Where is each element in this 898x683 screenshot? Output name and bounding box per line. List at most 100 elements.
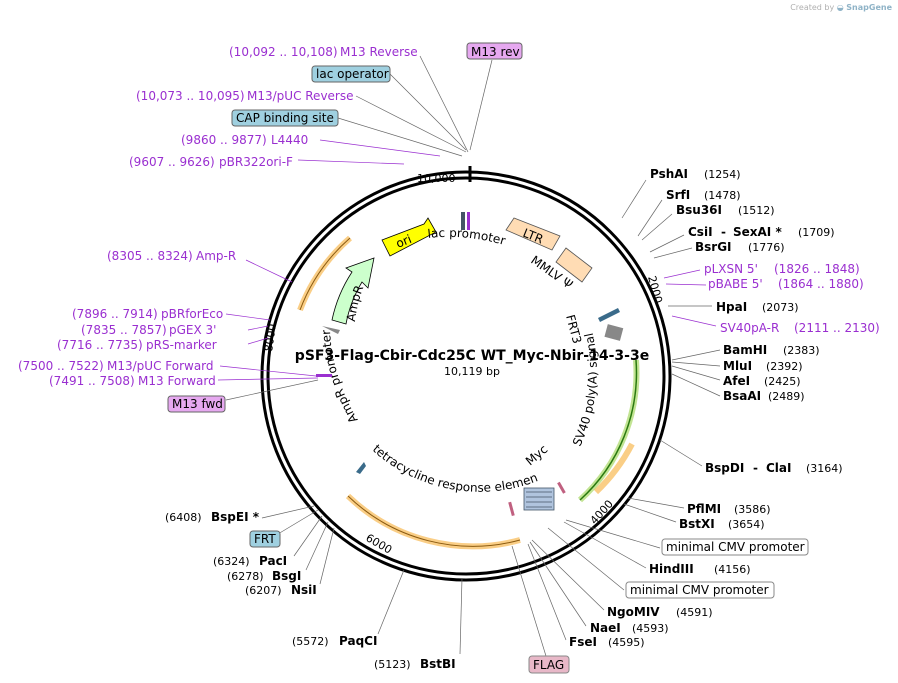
m13-rev-box[interactable] [466, 42, 523, 60]
leader-bsrgi [653, 247, 693, 259]
leader-paqci [377, 569, 405, 635]
snapgene-watermark: Created by ◒ SnapGene [790, 3, 892, 12]
primer-m13-puc-reverse-range: (10,073 .. 10,095) [136, 89, 245, 103]
plasmid-length: 10,119 bp [444, 365, 500, 378]
enzyme-bsaai[interactable]: BsaAI [723, 389, 761, 403]
primer-amp-r[interactable]: Amp-R [196, 249, 236, 263]
lac-promoter-label-path: lac promoter [427, 226, 507, 248]
enzyme-bspdi[interactable]: BspDI [705, 461, 744, 475]
enzyme-bstbi-pos: (5123) [374, 658, 411, 671]
enzyme-bstxi[interactable]: BstXI [679, 517, 715, 531]
feature-ori[interactable]: ori [381, 217, 437, 257]
enzyme-pflmi[interactable]: PflMI [687, 502, 721, 516]
leader-lac-operator [389, 73, 467, 151]
mmlv-box-shape [555, 247, 593, 283]
enzyme-nsii-pos: (6207) [245, 584, 282, 597]
enzyme-csii[interactable]: CsiI [688, 225, 713, 239]
enzyme-srfi[interactable]: SrfI [666, 188, 690, 202]
enzyme-pshai[interactable]: PshAI [650, 167, 688, 181]
enzyme-srfi-pos: (1478) [704, 189, 741, 202]
enzyme-bsrgi[interactable]: BsrGI [695, 240, 732, 254]
feature-ltr[interactable]: LTR [505, 217, 561, 251]
min-cmv-2-box[interactable] [625, 581, 775, 599]
backbone [260, 170, 672, 582]
leader-csii [649, 234, 685, 253]
enzyme-bstxi-pos: (3654) [728, 518, 765, 531]
leader-pbrforeco [225, 313, 271, 321]
cap-site-box[interactable] [231, 109, 339, 127]
enzyme-bspei[interactable]: BspEI * [211, 510, 260, 524]
ampr-promoter-label-path: AmpR promoter [319, 329, 361, 425]
leader-nsii [319, 527, 335, 585]
m13-fwd-box[interactable] [167, 395, 226, 413]
leader-bstbi [459, 577, 463, 655]
enzyme-paci[interactable]: PacI [259, 554, 287, 568]
tick-label-10000: 10,000 [417, 172, 456, 185]
enzyme-ngomiv[interactable]: NgoMIV [607, 605, 660, 619]
min-cmv-1-box[interactable] [661, 538, 809, 556]
snapgene-logo-icon: ◒ [836, 3, 844, 12]
primer-m13-forward[interactable]: M13 Forward [138, 374, 216, 388]
m13-puc-forward-marker [316, 374, 332, 377]
enzyme-mlui[interactable]: MluI [723, 359, 752, 373]
frt-box[interactable] [249, 530, 281, 548]
primer-pbrforeco[interactable]: pBRforEco [161, 307, 223, 321]
enzyme-bspdi-separator: - [753, 461, 758, 475]
primer-pbabe[interactable]: pBABE 5' [708, 277, 763, 291]
enzyme-bstbi[interactable]: BstBI [420, 657, 456, 671]
frt-label: FRT [254, 532, 276, 546]
enzyme-hpai-pos: (2073) [762, 301, 799, 314]
primer-m13-reverse[interactable]: M13 Reverse [340, 45, 418, 59]
primer-sv40pa[interactable]: SV40pA-R [720, 321, 779, 335]
enzyme-bsgi-pos: (6278) [227, 570, 264, 583]
ori-label: ori [394, 232, 414, 251]
leader-min-cmv-2 [547, 527, 625, 591]
feature-lac-promoter[interactable]: lac promoter [427, 212, 507, 248]
primer-pbr322ori[interactable]: pBR322ori-F [219, 155, 293, 169]
enzyme-paqci[interactable]: PaqCI [339, 634, 377, 648]
enzyme-naei[interactable]: NaeI [590, 621, 621, 635]
primer-prs-marker[interactable]: pRS-marker [146, 338, 217, 352]
backbone-outer-ring [260, 170, 672, 582]
enzyme-hindiii[interactable]: HindIII [649, 562, 694, 576]
enzyme-bamhi[interactable]: BamHI [723, 343, 767, 357]
primer-m13-puc-forward[interactable]: M13/pUC Forward [107, 359, 214, 373]
primer-m13-puc-reverse[interactable]: M13/pUC Reverse [247, 89, 354, 103]
primer-pgex3[interactable]: pGEX 3' [169, 323, 216, 337]
leader-bspdi [659, 439, 703, 467]
enzyme-ngomiv-pos: (4591) [676, 606, 713, 619]
lac-operator-marker [467, 212, 470, 230]
enzyme-nsii[interactable]: NsiI [291, 583, 317, 597]
primer-pbrforeco-range: (7896 .. 7914) [72, 307, 158, 321]
flag-box[interactable] [528, 655, 570, 674]
enzyme-hpai[interactable]: HpaI [716, 300, 747, 314]
enzyme-bsu36i-pos: (1512) [738, 204, 775, 217]
enzyme-clai[interactable]: ClaI [766, 461, 791, 475]
plasmid-name: pSF3-Flag-Cbir-Cdc25C WT_Myc-Nbir-14-3-3… [295, 348, 649, 364]
watermark-brand: SnapGene [846, 3, 892, 12]
enzyme-hindiii-pos: (4156) [714, 563, 751, 576]
ampr-promoter-label: AmpR promoter [319, 329, 361, 425]
enzyme-bsu36i[interactable]: Bsu36I [676, 203, 722, 217]
leader-m13-rev-box [469, 59, 493, 151]
lac-operator-box[interactable] [311, 65, 391, 83]
enzyme-sexai[interactable]: SexAI * [733, 225, 782, 239]
primer-l4440[interactable]: L4440 [271, 133, 308, 147]
leader-naei [529, 541, 587, 627]
feature-mmlv[interactable]: MMLV Ψ [528, 247, 593, 292]
frt3-gray-box [604, 324, 624, 341]
min-cmv-2-label: minimal CMV promoter [630, 583, 769, 597]
feature-ampr-promoter[interactable]: AmpR promoter [319, 329, 361, 425]
leader-flag [511, 545, 547, 657]
leader-min-cmv-1 [565, 519, 661, 549]
primer-amp-r-range: (8305 .. 8324) [107, 249, 193, 263]
enzyme-bsgi[interactable]: BsgI [272, 569, 301, 583]
primer-plxsn[interactable]: pLXSN 5' [704, 262, 758, 276]
leader-pbr322ori [297, 159, 405, 165]
enzyme-afei[interactable]: AfeI [723, 374, 750, 388]
enzyme-fsei[interactable]: FseI [569, 635, 597, 649]
feature-ampr[interactable]: AmpR [331, 257, 375, 325]
leader-pbabe [665, 283, 707, 286]
leader-amp-r [245, 259, 293, 283]
